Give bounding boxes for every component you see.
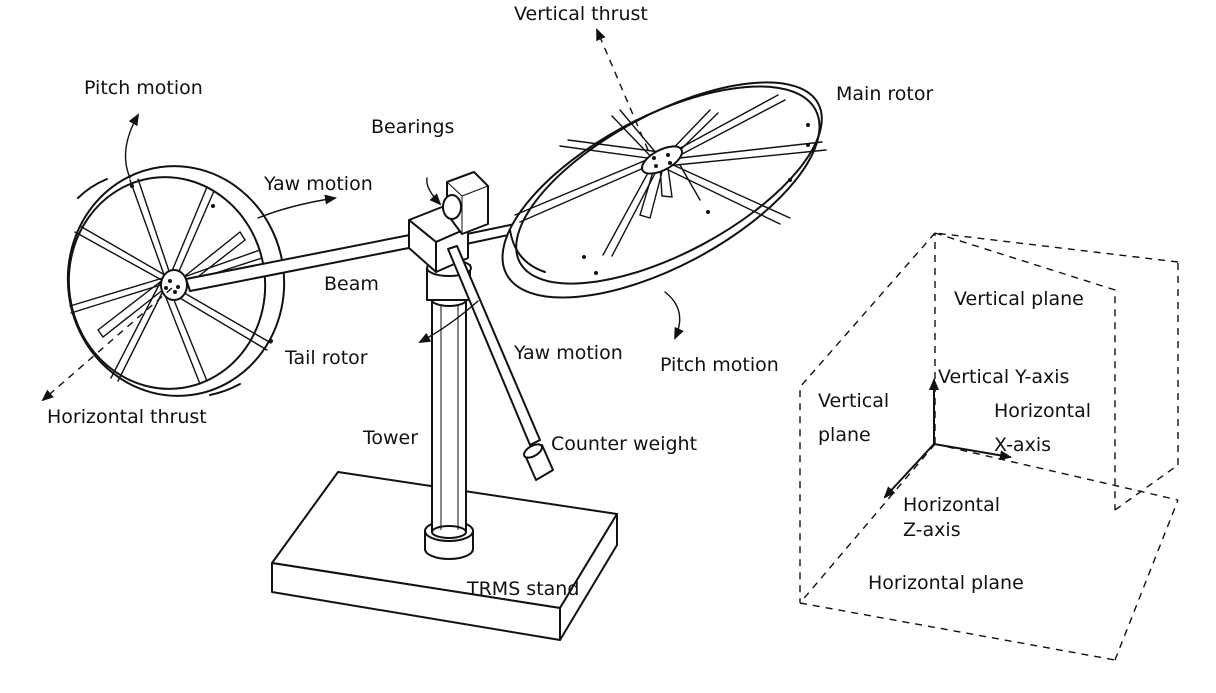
x-axis-arrow: [933, 443, 1012, 461]
counter-weight-label: Counter weight: [551, 433, 697, 455]
vertical-plane-side-label-2: plane: [818, 424, 871, 446]
horizontal-plane-label: Horizontal plane: [868, 572, 1024, 594]
tower: [424, 259, 474, 560]
yaw-motion-bottom-arrow: [418, 300, 479, 343]
z-axis-arrow: [883, 443, 935, 499]
horizontal-x-label-2: X-axis: [994, 434, 1051, 456]
yaw-motion-top-arrow: [257, 194, 337, 219]
vertical-thrust-label: Vertical thrust: [514, 3, 648, 25]
horizontal-thrust-arrow: [41, 287, 173, 402]
pitch-motion-main-label: Pitch motion: [660, 354, 779, 376]
horizontal-x-label-1: Horizontal: [994, 400, 1091, 422]
yaw-motion-bottom-label: Yaw motion: [513, 342, 623, 364]
horizontal-thrust-label: Horizontal thrust: [47, 406, 207, 428]
horizontal-z-label-1: Horizontal: [903, 494, 1000, 516]
tail-rotor-label: Tail rotor: [284, 347, 368, 369]
counter-weight: [447, 245, 554, 481]
trms-stand-label: TRMS stand: [466, 578, 579, 600]
horizontal-z-label-2: Z-axis: [903, 519, 961, 541]
bearings-label: Bearings: [371, 116, 454, 138]
yaw-motion-top-label: Yaw motion: [263, 173, 373, 195]
tower-label: Tower: [362, 427, 418, 449]
bearings-arrow: [426, 177, 442, 206]
pitch-motion-tail-arrow: [124, 113, 139, 179]
vertical-plane-side-label-1: Vertical: [818, 390, 889, 412]
beam-label: Beam: [324, 273, 379, 295]
labels: Vertical thrust Main rotor Pitch motion …: [47, 3, 1091, 600]
pitch-motion-tail-label: Pitch motion: [84, 77, 203, 99]
tail-rotor: [66, 165, 286, 397]
pitch-motion-main-arrow: [664, 291, 684, 340]
vertical-thrust-arrow: [596, 28, 649, 151]
motion-arrows: [41, 28, 684, 402]
vertical-plane-back-label: Vertical plane: [954, 288, 1084, 310]
main-rotor-label: Main rotor: [836, 83, 933, 105]
main-rotor: [501, 81, 827, 299]
vertical-y-axis-label: Vertical Y-axis: [938, 366, 1069, 388]
pivot-block: [408, 171, 489, 273]
axes-box: [799, 232, 1179, 661]
